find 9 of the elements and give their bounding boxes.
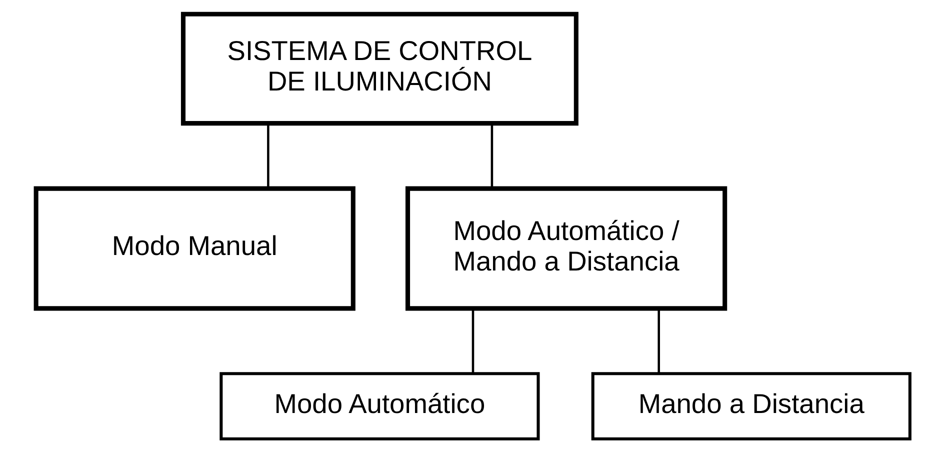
node-box: Modo Automático / Mando a Distancia	[406, 186, 728, 311]
node-box: Mando a Distancia	[591, 372, 912, 440]
node-box: SISTEMA DE CONTROL DE ILUMINACIÓN	[180, 12, 578, 126]
connector	[472, 308, 474, 374]
node-box: Modo Automático	[220, 372, 540, 440]
connector	[658, 308, 660, 374]
connector	[490, 124, 494, 188]
node-box: Modo Manual	[34, 186, 356, 311]
connector	[267, 124, 270, 188]
